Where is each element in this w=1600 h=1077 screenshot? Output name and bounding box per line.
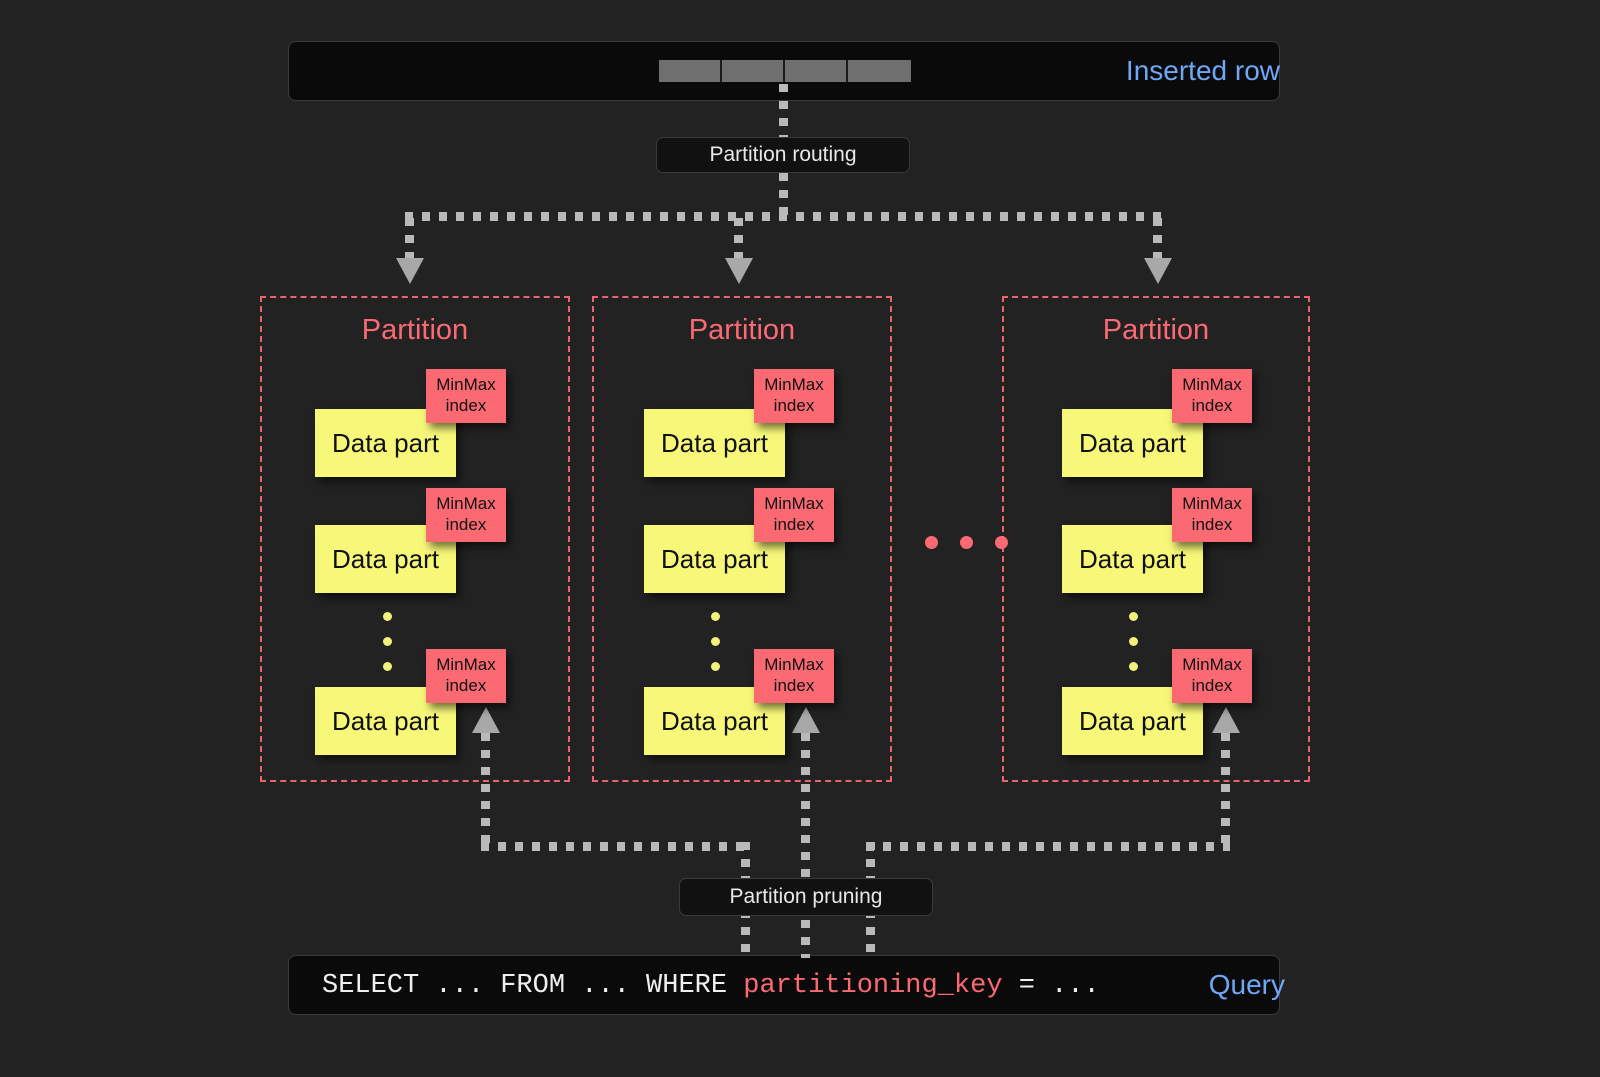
connector-partition-2-to-pruning: [801, 733, 810, 958]
arrow-from-partition-3: [1212, 707, 1240, 733]
routing-bus-line: [405, 212, 1161, 221]
data-part-label: Data part: [661, 705, 768, 736]
data-part-label: Data part: [332, 543, 439, 574]
query-sql-text: SELECT ... FROM ... WHERE partitioning_k…: [322, 971, 1100, 1001]
connector-bus-to-partition-2: [734, 218, 743, 262]
row-cell: [785, 60, 848, 82]
partition-pruning-box[interactable]: Partition pruning: [679, 878, 933, 916]
data-part-label: Data part: [1079, 427, 1186, 458]
arrow-from-partition-2: [792, 707, 820, 733]
data-part-box: Data part: [315, 525, 456, 593]
query-suffix: = ...: [1002, 971, 1100, 1001]
query-bar: [288, 955, 1280, 1015]
partition-box-2[interactable]: Partition: [592, 296, 892, 782]
query-label: Query: [1208, 969, 1285, 1000]
data-part-box: Data part: [1062, 525, 1203, 593]
arrow-to-partition-2: [725, 258, 753, 284]
connector-routing-to-bus: [779, 173, 788, 221]
data-part-label: Data part: [332, 427, 439, 458]
data-part-label: Data part: [661, 427, 768, 458]
partition-title: Partition: [688, 314, 796, 346]
partition-title: Partition: [1102, 314, 1210, 346]
partition-title: Partition: [361, 314, 469, 346]
connector-bus-to-partition-1: [405, 218, 414, 262]
connector-bus-to-partition-3: [1153, 218, 1162, 262]
data-part-label: Data part: [1079, 705, 1186, 736]
data-part-label: Data part: [1079, 543, 1186, 574]
query-prefix: SELECT ... FROM ... WHERE: [322, 971, 744, 1001]
arrow-from-partition-1: [472, 707, 500, 733]
data-part-label: Data part: [332, 705, 439, 736]
parts-ellipsis: [383, 612, 392, 687]
connector-partition-3-down: [1221, 733, 1230, 846]
data-part-label: Data part: [661, 543, 768, 574]
parts-ellipsis: [1129, 612, 1138, 687]
inserted-row-label: Inserted row: [1125, 55, 1280, 86]
arrow-to-partition-1: [396, 258, 424, 284]
partitions-ellipsis: [925, 536, 1008, 549]
partition-routing-box[interactable]: Partition routing: [656, 137, 910, 173]
query-keyword: partitioning_key: [743, 971, 1003, 1001]
parts-ellipsis: [711, 612, 720, 687]
arrow-to-partition-3: [1144, 258, 1172, 284]
row-cell: [659, 60, 722, 82]
row-cell: [848, 60, 911, 82]
inserted-row-cells: [659, 60, 911, 82]
partition-box-1[interactable]: Partition: [260, 296, 570, 782]
connector-row-to-routing: [779, 84, 788, 138]
connector-partition-3-left: [866, 842, 1230, 851]
connector-partition-1-right: [481, 842, 749, 851]
row-cell: [722, 60, 785, 82]
connector-partition-1-down: [481, 733, 490, 846]
